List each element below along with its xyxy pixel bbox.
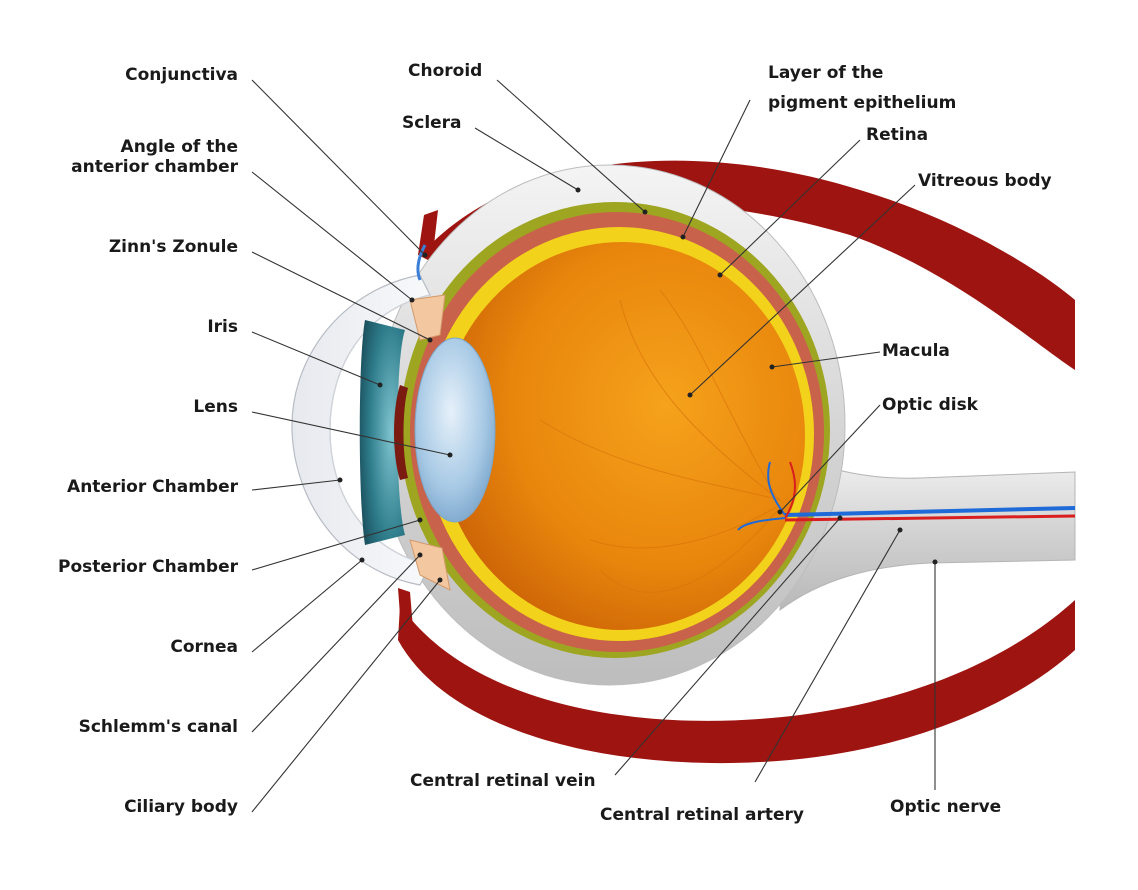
label-angle-anterior-chamber-line1: Angle of the [121,137,238,157]
label-retina: Retina [866,125,928,145]
lower-muscle [398,600,1075,764]
leader-lines [251,79,936,813]
label-iris: Iris [207,317,238,337]
label-anterior-chamber: Anterior Chamber [67,477,239,497]
label-optic-disk: Optic disk [882,395,979,415]
pupil-edge [394,385,408,480]
retinal-vessels [737,461,1076,531]
label-macula: Macula [882,341,950,361]
leader-dots [337,187,938,583]
conjunctiva-edge [416,244,427,281]
label-sclera: Sclera [402,113,462,133]
iris-shape [359,320,405,545]
lower-muscle-tip [398,588,414,642]
label-pigment-epithelium-line1: Layer of the [768,63,883,83]
vitreous-body-shape [439,242,805,630]
upper-muscle [425,160,1075,370]
label-central-retinal-artery: Central retinal artery [600,805,804,825]
label-cornea: Cornea [170,637,238,657]
label-pigment-epithelium-line2: pigment epithelium [768,93,956,113]
label-central-retinal-vein: Central retinal vein [410,771,596,791]
label-conjunctiva: Conjunctiva [125,65,238,85]
ciliary-upper [409,294,446,341]
label-schlemms-canal: Schlemm's canal [79,717,238,737]
label-optic-nerve: Optic nerve [890,797,1001,817]
label-vitreous-body: Vitreous body [918,171,1052,191]
vitreous-veins [539,289,781,593]
label-ciliary-body: Ciliary body [124,797,238,817]
lens-shape [414,337,496,523]
label-zinns-zonule: Zinn's Zonule [109,237,238,257]
label-angle-anterior-chamber-line2: anterior chamber [71,157,238,177]
label-posterior-chamber: Posterior Chamber [58,557,239,577]
label-lens: Lens [193,397,238,417]
label-choroid: Choroid [408,61,482,81]
